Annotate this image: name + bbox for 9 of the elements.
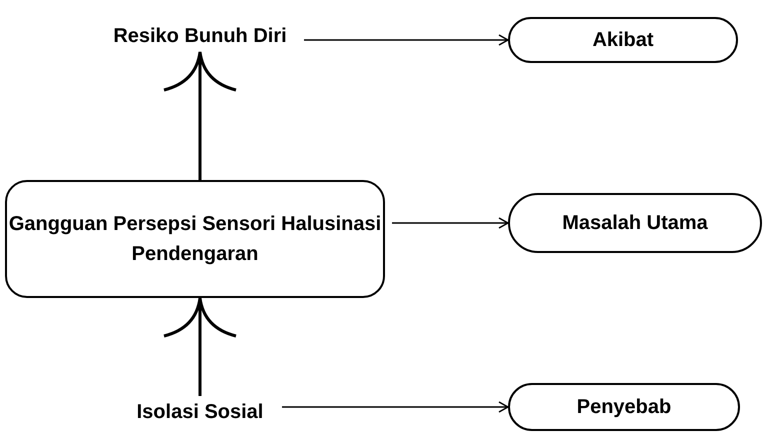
node-label: Isolasi Sosial [122,396,278,428]
arrow [304,34,509,46]
category-pill: Masalah Utama [508,193,762,253]
category-pill: Penyebab [508,383,740,431]
arrow [392,217,509,229]
arrow [282,401,509,413]
node-label: Resiko Bunuh Diri [100,20,300,52]
category-pill: Akibat [508,17,738,63]
process-box: Gangguan Persepsi Sensori Halusinasi Pendengaran [5,180,385,298]
